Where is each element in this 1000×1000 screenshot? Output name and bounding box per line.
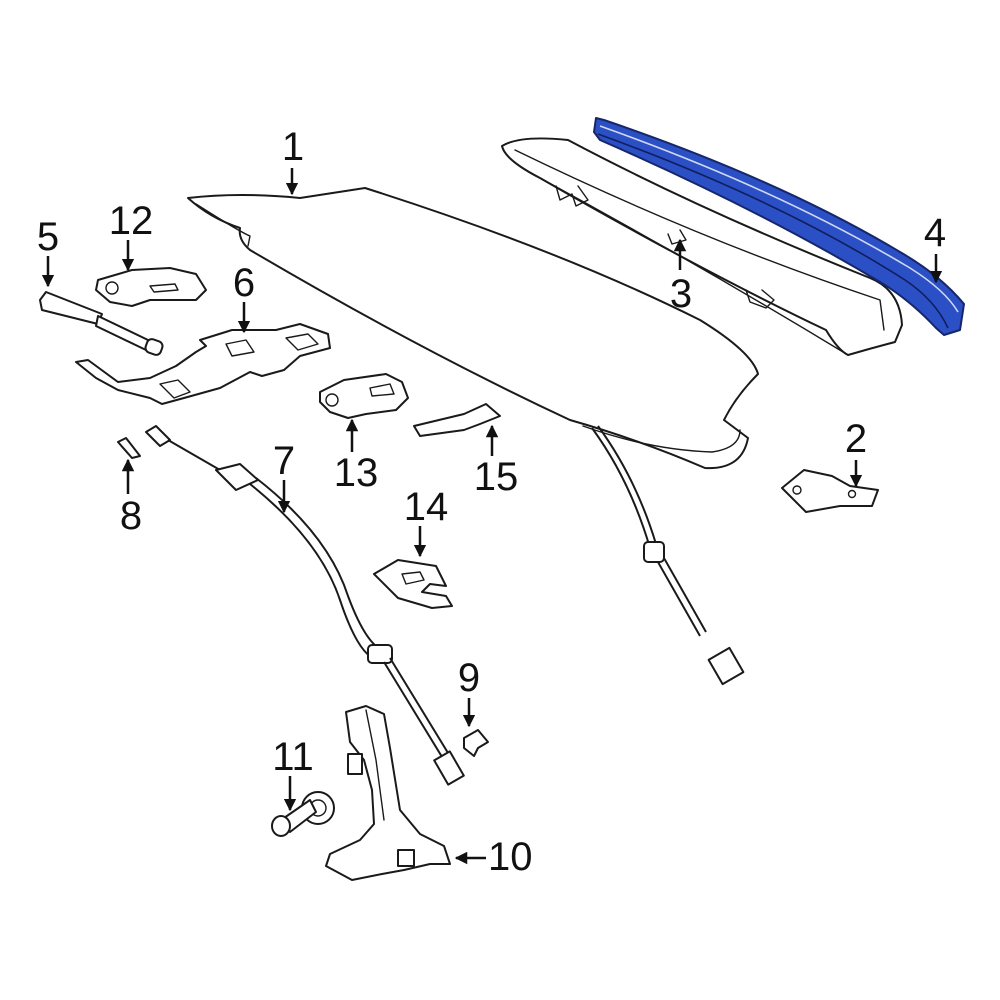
callout-5: 5	[37, 215, 59, 259]
callout-10: 10	[488, 835, 533, 879]
hinge-block-13-part[interactable]	[319, 373, 409, 419]
callout-8: 8	[120, 494, 142, 538]
plate-14-part[interactable]	[373, 559, 453, 609]
bracket-15-part[interactable]	[413, 403, 501, 437]
release-cable-part[interactable]	[145, 425, 465, 786]
hinge-assembly-part[interactable]	[75, 323, 331, 405]
callout-labels: 1 2 3 4 5 6 7 8 9 10 11 12 13 14 15	[37, 125, 946, 879]
bolt-part[interactable]	[271, 791, 335, 837]
clip-8-part[interactable]	[117, 437, 141, 459]
spoiler-part[interactable]	[501, 137, 903, 356]
callout-1: 1	[282, 125, 304, 169]
callout-12: 12	[109, 199, 154, 243]
weatherstrip-part[interactable]	[593, 117, 965, 336]
latch-part[interactable]	[325, 705, 451, 881]
leader-arrows	[41, 168, 943, 865]
gas-strut-part[interactable]	[39, 291, 164, 356]
callout-6: 6	[233, 261, 255, 305]
callout-2: 2	[845, 417, 867, 461]
callout-11: 11	[272, 735, 314, 779]
callout-3: 3	[670, 272, 692, 316]
lid-cable-part[interactable]	[591, 425, 745, 686]
bracket-part[interactable]	[781, 469, 879, 513]
hinge-block-12-part[interactable]	[95, 267, 207, 307]
callout-14: 14	[404, 485, 449, 529]
callout-9: 9	[458, 656, 480, 700]
trunk-lid-part[interactable]	[187, 187, 759, 470]
callout-15: 15	[474, 455, 519, 499]
callout-13: 13	[334, 451, 379, 495]
callout-4: 4	[924, 211, 946, 255]
clip-9-part[interactable]	[463, 729, 489, 757]
callout-7: 7	[273, 439, 295, 483]
